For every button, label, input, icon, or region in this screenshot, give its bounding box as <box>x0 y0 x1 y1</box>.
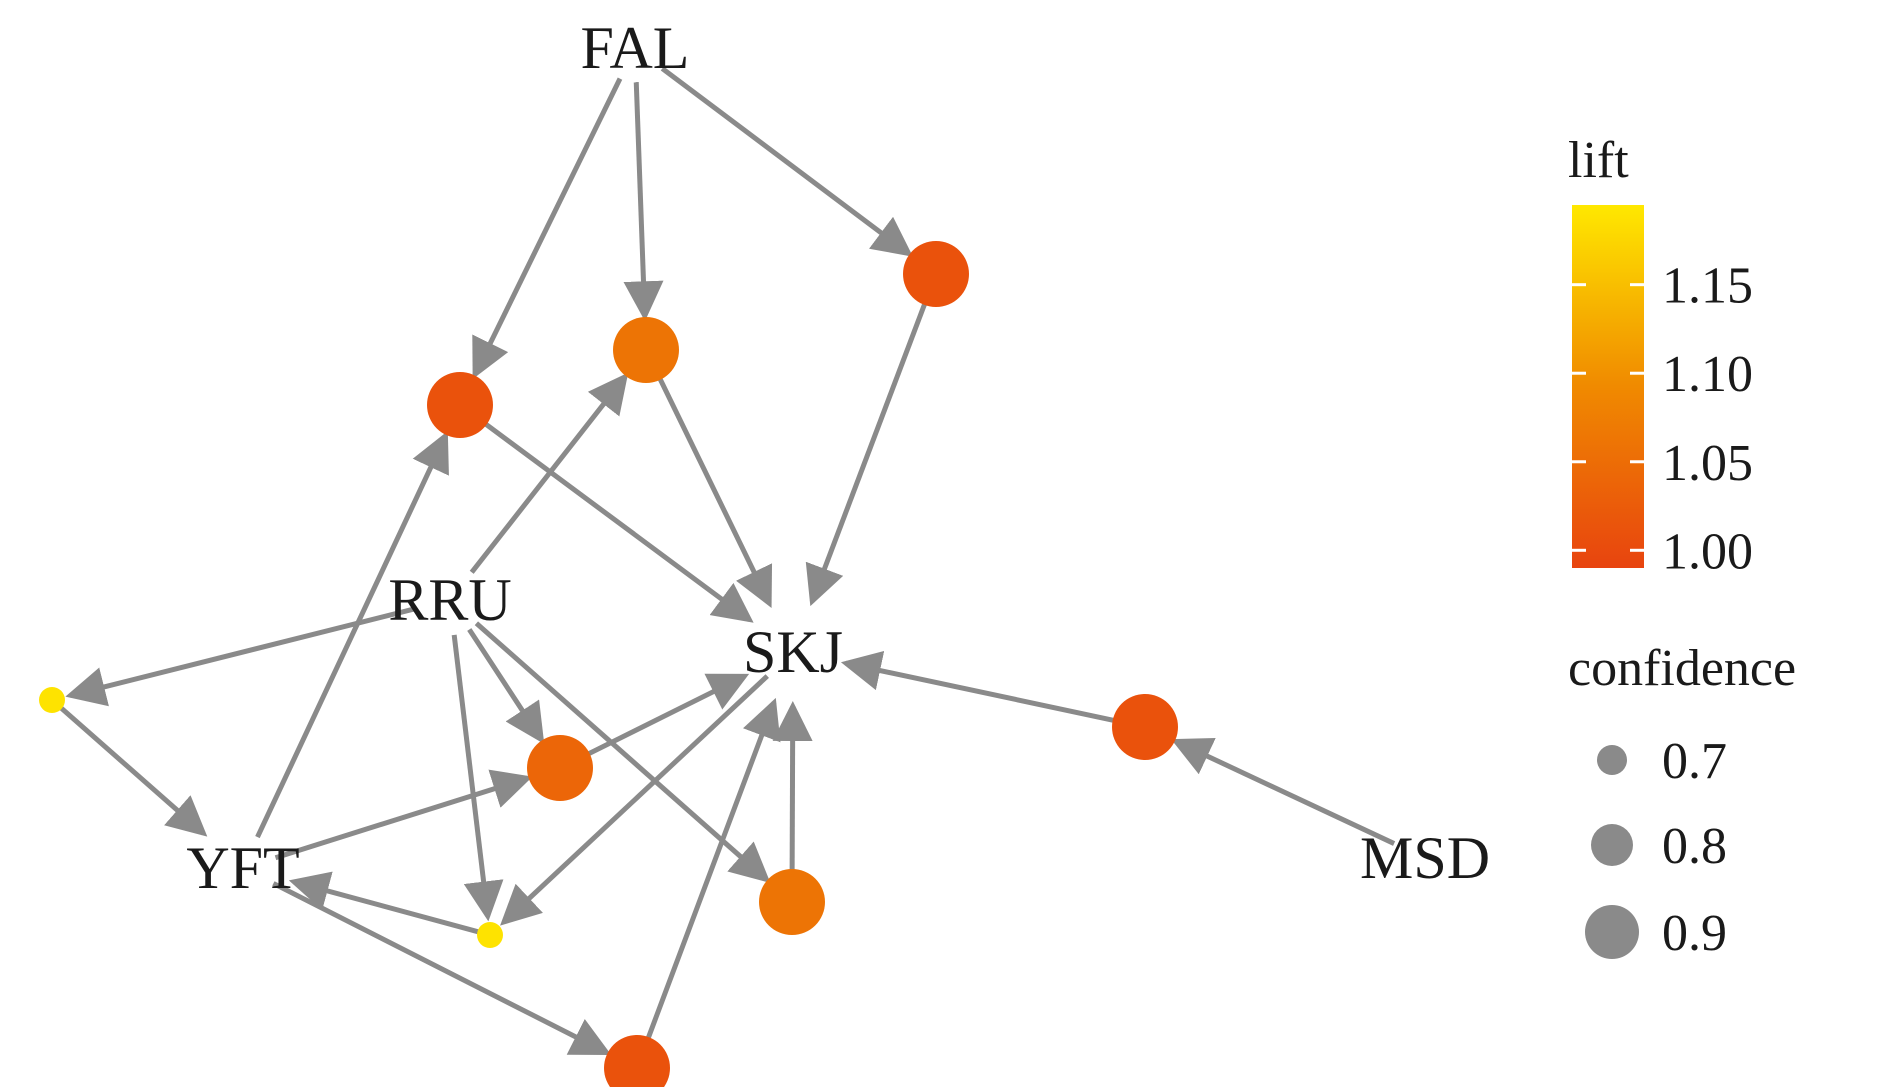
lift-colorbar <box>1572 205 1644 568</box>
rule-node-r5 <box>527 735 593 801</box>
confidence-legend-label: 0.9 <box>1662 905 1727 962</box>
confidence-legend: confidence 0.7 0.8 0.9 <box>1568 640 1796 962</box>
item-node-rru: RRU <box>388 567 511 633</box>
lift-ticks: 1.15 1.10 1.05 1.00 <box>1572 258 1753 580</box>
edge-YFT-to-r8 <box>272 881 612 1055</box>
item-node-yft: YFT <box>186 835 299 901</box>
lift-tick-label: 1.05 <box>1662 435 1753 492</box>
rule-node-r4 <box>39 687 65 713</box>
lift-legend: lift 1.15 1.10 1.05 1.00 <box>1568 132 1753 580</box>
edge-FAL-to-r3 <box>472 77 623 380</box>
edge-r2-to-SKJ <box>652 367 773 608</box>
rule-node-r9 <box>1112 694 1178 760</box>
lift-tick-label: 1.15 <box>1662 258 1753 315</box>
lift-legend-title: lift <box>1568 132 1629 189</box>
edges-layer <box>57 66 1396 1055</box>
edge-r4-to-YFT <box>57 704 208 837</box>
edge-RRU-to-r2 <box>469 372 629 574</box>
edge-r7-to-SKJ <box>772 700 813 882</box>
edge-r8-to-SKJ <box>641 697 781 1050</box>
rule-node-r6 <box>477 922 503 948</box>
edge-r1-to-SKJ <box>805 292 932 607</box>
edge-r5-to-SKJ <box>577 673 750 762</box>
edge-r3-to-SKJ <box>474 415 754 623</box>
edge-RRU-to-r6 <box>451 634 504 922</box>
confidence-legend-label: 0.7 <box>1662 733 1727 790</box>
rule-node-r1 <box>903 241 969 307</box>
edge-r6-to-YFT <box>288 871 482 935</box>
edge-YFT-to-r3 <box>255 431 449 839</box>
rule-node-r7 <box>759 869 825 935</box>
edge-SKJ-to-r6 <box>500 674 769 926</box>
confidence-legend-title: confidence <box>1568 640 1796 697</box>
lift-tick-label: 1.10 <box>1662 346 1753 403</box>
edge-RRU-to-r7 <box>474 621 771 883</box>
edge-RRU-to-r4 <box>65 606 417 707</box>
item-node-msd: MSD <box>1360 825 1490 891</box>
rule-node-r8 <box>604 1035 670 1092</box>
nodes-layer: FAL RRU SKJ YFT MSD <box>39 15 1490 1092</box>
confidence-legend-dot <box>1597 745 1627 775</box>
lift-tick-label: 1.00 <box>1662 523 1753 580</box>
confidence-legend-dot <box>1585 905 1639 959</box>
edge-MSD-to-r9 <box>1171 738 1396 846</box>
edge-YFT-to-r5 <box>274 769 533 861</box>
confidence-legend-label: 0.8 <box>1662 818 1727 875</box>
edge-FAL-to-r2 <box>623 81 664 322</box>
confidence-items: 0.7 0.8 0.9 <box>1585 733 1727 962</box>
edge-r9-to-SKJ <box>840 650 1126 726</box>
edge-FAL-to-r1 <box>660 66 914 257</box>
item-node-skj: SKJ <box>743 619 843 685</box>
confidence-legend-dot <box>1591 824 1633 866</box>
item-node-fal: FAL <box>581 15 690 81</box>
edge-RRU-to-r5 <box>467 628 545 744</box>
rule-node-r2 <box>613 317 679 383</box>
rule-node-r3 <box>427 372 493 438</box>
